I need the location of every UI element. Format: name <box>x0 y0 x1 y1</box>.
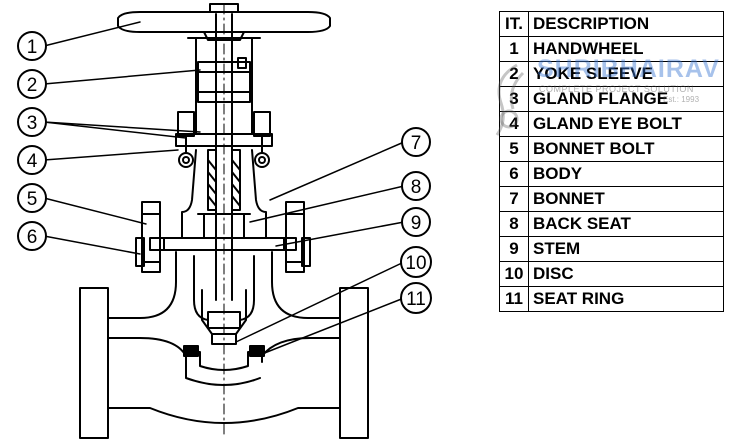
callout-8: 8 <box>401 171 431 201</box>
seat-ring <box>183 345 265 357</box>
svg-text:5: 5 <box>27 189 38 210</box>
gland-eye-bolt-left <box>177 111 195 168</box>
callout-1: 1 <box>17 31 47 61</box>
valve-body <box>79 251 369 439</box>
row-description: GLAND FLANGE <box>528 86 724 112</box>
svg-text:10: 10 <box>405 253 426 274</box>
callout-11: 11 <box>400 282 432 314</box>
svg-text:2: 2 <box>27 75 38 96</box>
row-number: 3 <box>499 86 529 112</box>
table-row: 7 BONNET <box>499 186 724 212</box>
callout-2: 2 <box>17 69 47 99</box>
row-number: 11 <box>499 286 529 312</box>
bonnet <box>181 149 267 239</box>
row-description: STEM <box>528 236 724 262</box>
callout-4: 4 <box>17 145 47 175</box>
gland-flange <box>175 133 273 147</box>
svg-text:9: 9 <box>411 213 422 234</box>
row-number: 4 <box>499 111 529 137</box>
bonnet-bolt-left <box>135 201 161 273</box>
row-number: 7 <box>499 186 529 212</box>
gland-eye-bolt-right <box>253 111 271 168</box>
svg-text:8: 8 <box>411 177 422 198</box>
row-description: GLAND EYE BOLT <box>528 111 724 137</box>
table-row: 10 DISC <box>499 261 724 287</box>
table-row: 5 BONNET BOLT <box>499 136 724 162</box>
svg-text:3: 3 <box>27 113 38 134</box>
row-description: HANDWHEEL <box>528 36 724 62</box>
table-row: 11 SEAT RING <box>499 286 724 312</box>
callout-leaders <box>43 21 405 355</box>
row-number: 9 <box>499 236 529 262</box>
callout-10: 10 <box>400 246 432 278</box>
callout-3: 3 <box>17 107 47 137</box>
row-number: 6 <box>499 161 529 187</box>
bonnet-flange <box>149 237 297 251</box>
svg-text:1: 1 <box>27 37 38 58</box>
svg-text:7: 7 <box>411 133 422 154</box>
parts-table: IT. DESCRIPTION 1 HANDWHEEL 2 YOKE SLEEV… <box>499 11 724 312</box>
row-description: BONNET <box>528 186 724 212</box>
table-row: 8 BACK SEAT <box>499 211 724 237</box>
svg-text:11: 11 <box>406 289 426 310</box>
row-number: 2 <box>499 61 529 87</box>
table-row: 3 GLAND FLANGE <box>499 86 724 112</box>
table-row: 1 HANDWHEEL <box>499 36 724 62</box>
bonnet-bolt-right <box>285 201 311 273</box>
table-row: 2 YOKE SLEEVE <box>499 61 724 87</box>
header-item-number: IT. <box>499 11 529 37</box>
callout-7: 7 <box>401 127 431 157</box>
row-number: 5 <box>499 136 529 162</box>
row-description: BODY <box>528 161 724 187</box>
stem <box>215 13 233 301</box>
row-number: 10 <box>499 261 529 287</box>
svg-text:6: 6 <box>27 227 38 248</box>
callout-6: 6 <box>17 221 47 251</box>
row-number: 8 <box>499 211 529 237</box>
table-row: 6 BODY <box>499 161 724 187</box>
row-description: YOKE SLEEVE <box>528 61 724 87</box>
callout-9: 9 <box>401 207 431 237</box>
row-number: 1 <box>499 36 529 62</box>
table-row: 9 STEM <box>499 236 724 262</box>
row-description: BONNET BOLT <box>528 136 724 162</box>
globe-valve-drawing: 1 2 3 4 5 6 7 8 9 10 11 <box>17 3 432 439</box>
callout-5: 5 <box>17 183 47 213</box>
table-row: 4 GLAND EYE BOLT <box>499 111 724 137</box>
svg-text:4: 4 <box>27 151 38 172</box>
row-description: DISC <box>528 261 724 287</box>
row-description: BACK SEAT <box>528 211 724 237</box>
parts-table-header: IT. DESCRIPTION <box>499 11 724 37</box>
header-description: DESCRIPTION <box>528 11 724 37</box>
handwheel <box>117 3 331 41</box>
row-description: SEAT RING <box>528 286 724 312</box>
